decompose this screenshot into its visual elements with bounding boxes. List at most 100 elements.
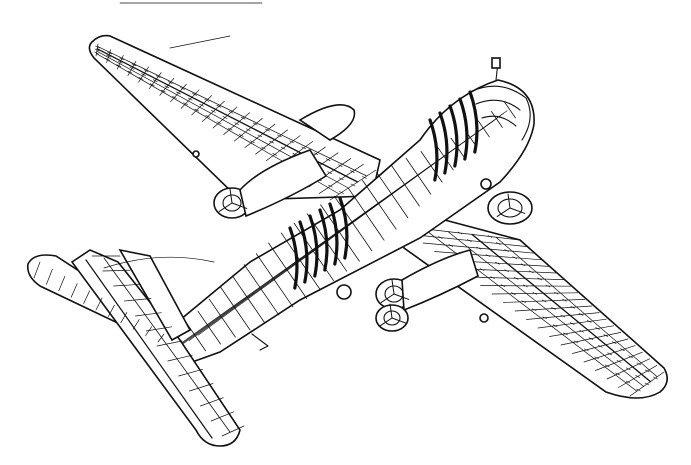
right-wing-rib-detail (511, 292, 516, 296)
guide-line (169, 35, 231, 49)
right-wing-rib-detail (529, 270, 534, 274)
left-wing-rib-detail (325, 158, 331, 162)
wing-fitting (479, 313, 489, 323)
fuselage-frame (220, 286, 251, 331)
right-wing-spar (495, 236, 658, 378)
left-wing-rib-detail (194, 108, 200, 112)
tailplane-rib (134, 312, 162, 317)
tailplane-rib (210, 411, 235, 422)
tailplane-rib (124, 298, 152, 302)
left-wing-rib-detail (141, 73, 146, 76)
left-wing-rib-detail (138, 77, 144, 80)
right-wing-rib-detail (573, 340, 579, 344)
left-wing-rib-detail (192, 93, 197, 96)
nacelle-3 (401, 249, 479, 312)
left-wing-rib-detail (337, 164, 343, 167)
right-wing-rib-detail (625, 380, 631, 384)
right-wing-rib-detail (490, 276, 495, 279)
right-wing-rib-detail (560, 314, 566, 318)
left-wing-rib-detail (272, 153, 277, 156)
left-wing-rib-detail (105, 58, 110, 61)
left-wing-rib-detail (250, 140, 255, 144)
left-wing-rib-detail (168, 81, 173, 84)
tailplane-spar (103, 257, 231, 433)
right-wing-rib-detail (570, 305, 576, 309)
fuselage-frame (231, 275, 265, 324)
tailplane-rib (178, 368, 204, 377)
fuselage-frame (405, 157, 432, 195)
right-wing-rib-detail (636, 362, 642, 366)
fuselage-frame (491, 111, 503, 128)
tailplane-rib (95, 297, 103, 311)
fuselage-frame (333, 195, 373, 252)
right-wing-rib-detail (476, 246, 482, 250)
tailplane-rib (46, 268, 53, 285)
spinner-1 (222, 194, 242, 212)
left-wing-rib-detail (127, 70, 133, 74)
fuel-tank-ring (468, 90, 479, 154)
fuselage-frame (435, 144, 454, 171)
left-wing-rib-detail (117, 60, 123, 64)
left-wing-rib-detail (107, 51, 112, 55)
left-wing-rib-detail (277, 134, 282, 138)
fuselage-frame (347, 187, 385, 241)
tailplane-rib (145, 326, 152, 336)
right-wing-rib-detail (562, 298, 567, 302)
fin-outline (118, 248, 192, 342)
right-wing-rib-detail (552, 324, 558, 328)
left-wing-rib-detail (129, 67, 135, 70)
left-wing-rib-detail (265, 128, 270, 132)
tailplane-rib (33, 261, 41, 279)
right-wing (390, 204, 668, 399)
fuselage-frame (208, 298, 236, 338)
right-wing-rib-detail (532, 292, 538, 295)
right-wing-rib-detail (620, 348, 625, 352)
left-wing-rib-detail (238, 134, 244, 137)
right-wing-rib-detail (604, 364, 610, 368)
propeller-blade (509, 207, 526, 214)
guide-curve (103, 256, 215, 269)
fuel-tank-ring (458, 97, 469, 161)
right-wing-spar (471, 233, 652, 383)
cabin-ring (308, 214, 319, 278)
right-wing-spar (447, 231, 644, 387)
left-wing-rib-detail (261, 146, 266, 150)
nose-wheel (480, 178, 492, 190)
mid-cabin-bulkheads (288, 196, 349, 290)
engine-upper-outboard (298, 104, 356, 141)
right-wing-rib-detail (644, 382, 650, 386)
fuselage-frame (268, 242, 308, 299)
right-wing-rib-detail (487, 235, 493, 238)
right-wing-rib-detail (545, 284, 551, 288)
right-wing-rib-detail (595, 327, 600, 330)
left-wing-rib-detail (204, 99, 210, 102)
right-wing-rib-detail (563, 332, 568, 336)
propeller-blade (380, 293, 395, 303)
tail-wheel-strut (251, 333, 269, 351)
right-wing-rib-detail (495, 261, 500, 265)
left-wing-rib-detail (362, 176, 367, 179)
right-wing-rib-detail (644, 369, 650, 373)
left-wing-rib-detail (301, 146, 307, 150)
fuselage (148, 57, 535, 371)
landing-gear (192, 150, 492, 351)
propeller-blade (389, 303, 393, 319)
left-wing-rib-detail (280, 146, 286, 150)
left-wing-rib-detail (164, 85, 170, 89)
left-wing-rib-detail (143, 69, 149, 73)
tailplane-rib (145, 326, 173, 332)
left-wing-rib-detail (222, 116, 228, 119)
propeller-blade (393, 293, 410, 300)
left-wing-rib-detail (187, 97, 193, 101)
left-wing-rib-detail (94, 48, 100, 52)
fuselage-frame (293, 222, 335, 282)
tailplane-rib (156, 340, 183, 347)
fuselage-frames (164, 101, 516, 365)
right-wing-rib-detail (542, 316, 547, 320)
tailplane-rib (83, 290, 90, 304)
tailplane-rib (189, 383, 214, 392)
left-wing-rib-detail (183, 102, 188, 106)
right-wing-rib-detail (635, 375, 640, 378)
